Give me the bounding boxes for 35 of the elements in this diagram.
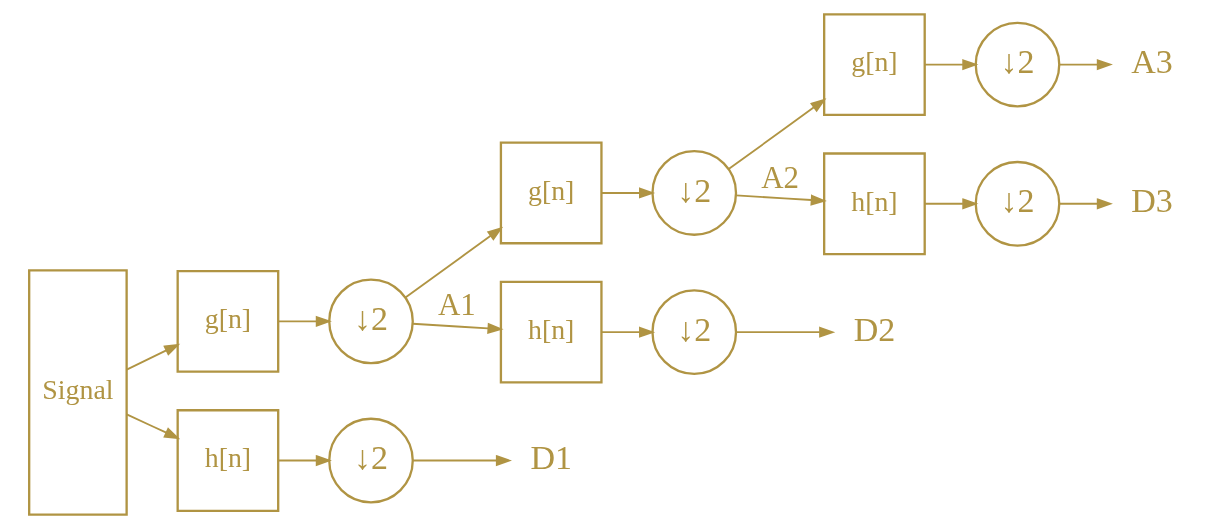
node-text: D1 <box>529 439 572 477</box>
arrow <box>125 343 180 371</box>
arrow <box>734 194 827 206</box>
arrow <box>600 326 655 338</box>
node-circle: ↓2 <box>327 278 414 365</box>
node-box: Signal <box>27 269 128 516</box>
arrow <box>411 454 512 467</box>
node-circle: ↓2 <box>650 150 737 236</box>
node-text: D3 <box>1130 182 1173 220</box>
node-circle: ↓2 <box>974 21 1060 108</box>
arrow <box>727 98 826 171</box>
arrow <box>277 454 332 467</box>
arrow <box>735 326 835 338</box>
node-text: D2 <box>853 310 895 348</box>
edge-label: A1 <box>437 287 476 323</box>
arrow <box>404 226 503 299</box>
arrow <box>1058 58 1113 71</box>
arrow <box>923 198 978 210</box>
node-circle: ↓2 <box>974 160 1060 247</box>
node-box: h[n] <box>499 280 603 384</box>
node-circle: ↓2 <box>650 289 737 376</box>
arrow <box>923 58 978 71</box>
node-box: g[n] <box>822 13 926 116</box>
node-box: h[n] <box>176 409 279 512</box>
node-box: g[n] <box>176 269 279 373</box>
arrow <box>125 413 180 440</box>
node-circle: ↓2 <box>327 417 414 504</box>
arrow <box>600 187 655 199</box>
node-box: h[n] <box>822 152 926 256</box>
edge-label: A2 <box>760 160 799 196</box>
arrow <box>411 322 504 334</box>
node-text: A3 <box>1130 43 1173 81</box>
arrow <box>1058 198 1113 210</box>
node-box: g[n] <box>499 141 603 245</box>
arrow <box>277 315 332 327</box>
